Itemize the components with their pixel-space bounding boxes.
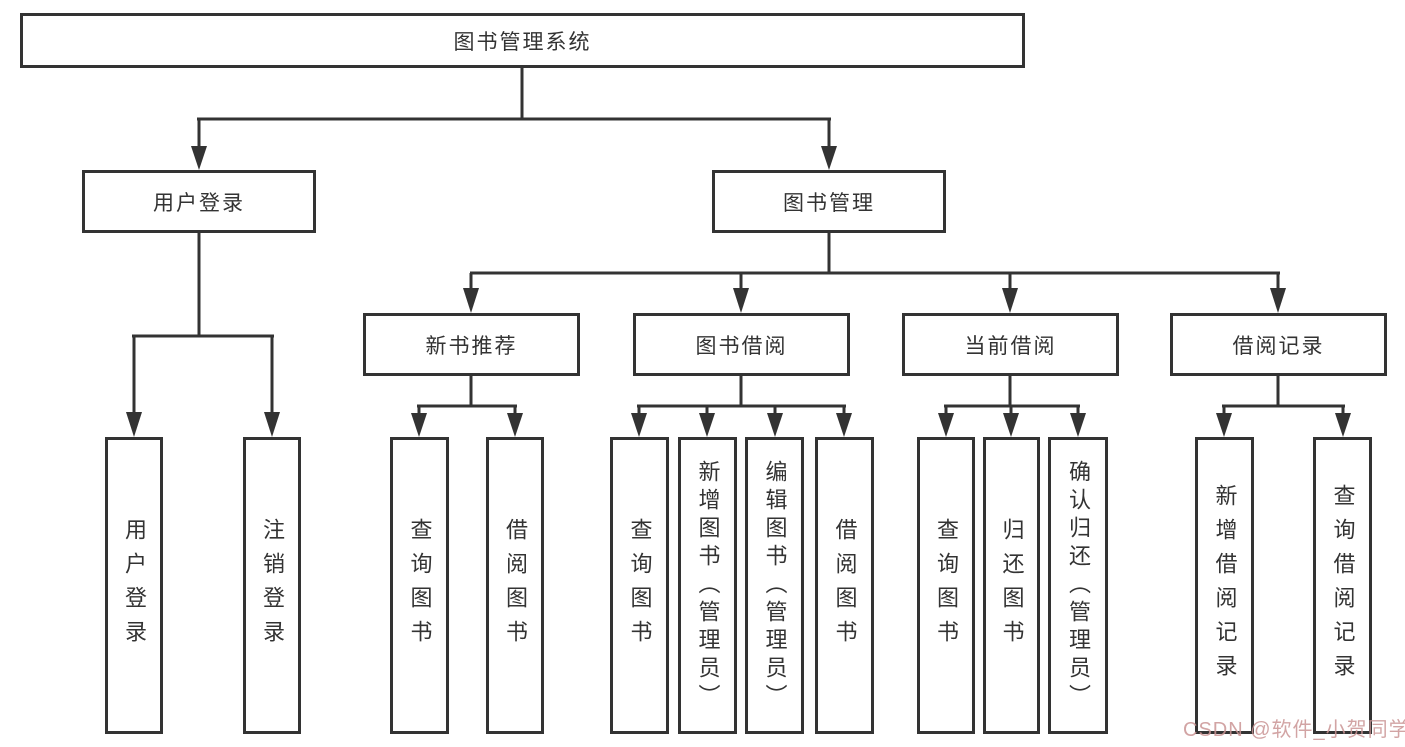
- arrowhead-current-borrow: [1002, 288, 1018, 313]
- node-rec-borrow-books-label: 借阅图书: [503, 517, 528, 654]
- arrowhead-borrow-records: [1270, 288, 1286, 313]
- arrowhead-cb-query-books: [938, 413, 954, 437]
- arrowhead-rec-borrow-books: [507, 413, 523, 437]
- node-logout-action-label: 注销登录: [260, 517, 285, 654]
- arrowhead-bb-add-books: [699, 413, 715, 437]
- node-bb-query-books-label: 查询图书: [627, 517, 653, 654]
- node-book-borrow-label: 图书借阅: [695, 334, 788, 358]
- arrowhead-rec-query-books: [411, 413, 427, 437]
- node-cb-query-books-label: 查询图书: [934, 517, 959, 654]
- node-new-book-rec: 新书推荐: [363, 313, 580, 376]
- node-bb-query-books: 查询图书: [610, 437, 669, 734]
- node-book-mgmt: 图书管理: [712, 170, 946, 233]
- node-bb-edit-books: 编辑图书（管理员）: [745, 437, 804, 734]
- arrowhead-book-mgmt: [821, 146, 837, 170]
- node-bb-edit-books-label: 编辑图书（管理员）: [762, 459, 788, 712]
- node-root: 图书管理系统: [20, 13, 1025, 68]
- node-bb-borrow-books-label: 借阅图书: [832, 517, 858, 654]
- node-br-query-record: 查询借阅记录: [1313, 437, 1372, 734]
- node-bb-add-books-label: 新增图书（管理员）: [695, 459, 721, 712]
- node-root-label: 图书管理系统: [453, 30, 592, 54]
- node-borrow-records-label: 借阅记录: [1232, 334, 1325, 358]
- node-login-action: 用户登录: [105, 437, 163, 734]
- arrowhead-bb-borrow-books: [836, 413, 852, 437]
- node-cb-confirm-return-label: 确认归还（管理员）: [1066, 459, 1091, 712]
- node-user-login: 用户登录: [82, 170, 316, 233]
- node-cb-confirm-return: 确认归还（管理员）: [1048, 437, 1108, 734]
- node-rec-borrow-books: 借阅图书: [486, 437, 544, 734]
- node-borrow-records: 借阅记录: [1170, 313, 1387, 376]
- node-rec-query-books-label: 查询图书: [407, 517, 433, 654]
- arrowhead-br-add-record: [1216, 413, 1232, 437]
- node-logout-action: 注销登录: [243, 437, 301, 734]
- node-cb-return-books-label: 归还图书: [999, 517, 1025, 654]
- node-login-action-label: 用户登录: [122, 517, 147, 654]
- node-new-book-rec-label: 新书推荐: [425, 334, 518, 358]
- arrowhead-user-login: [191, 146, 207, 170]
- node-br-query-record-label: 查询借阅记录: [1330, 483, 1356, 688]
- node-book-borrow: 图书借阅: [633, 313, 850, 376]
- node-user-login-label: 用户登录: [153, 191, 245, 215]
- csdn-watermark: CSDN @软件_小贺同学: [1183, 719, 1405, 741]
- node-current-borrow-label: 当前借阅: [964, 334, 1057, 358]
- arrowhead-br-query-record: [1335, 413, 1351, 437]
- node-bb-borrow-books: 借阅图书: [815, 437, 874, 734]
- node-bb-add-books: 新增图书（管理员）: [678, 437, 737, 734]
- node-br-add-record-label: 新增借阅记录: [1212, 483, 1238, 688]
- node-cb-return-books: 归还图书: [983, 437, 1040, 734]
- arrowhead-logout-action: [264, 412, 280, 437]
- arrowhead-book-borrow: [733, 288, 749, 313]
- node-cb-query-books: 查询图书: [917, 437, 975, 734]
- arrowhead-cb-return-books: [1003, 413, 1019, 437]
- arrowhead-cb-confirm-return: [1070, 413, 1086, 437]
- arrowhead-bb-query-books: [631, 413, 647, 437]
- arrowhead-login-action: [126, 412, 142, 437]
- node-book-mgmt-label: 图书管理: [783, 191, 875, 215]
- node-rec-query-books: 查询图书: [390, 437, 449, 734]
- arrowhead-new-book-rec: [463, 288, 479, 313]
- arrowhead-bb-edit-books: [767, 413, 783, 437]
- node-current-borrow: 当前借阅: [902, 313, 1119, 376]
- node-br-add-record: 新增借阅记录: [1195, 437, 1254, 734]
